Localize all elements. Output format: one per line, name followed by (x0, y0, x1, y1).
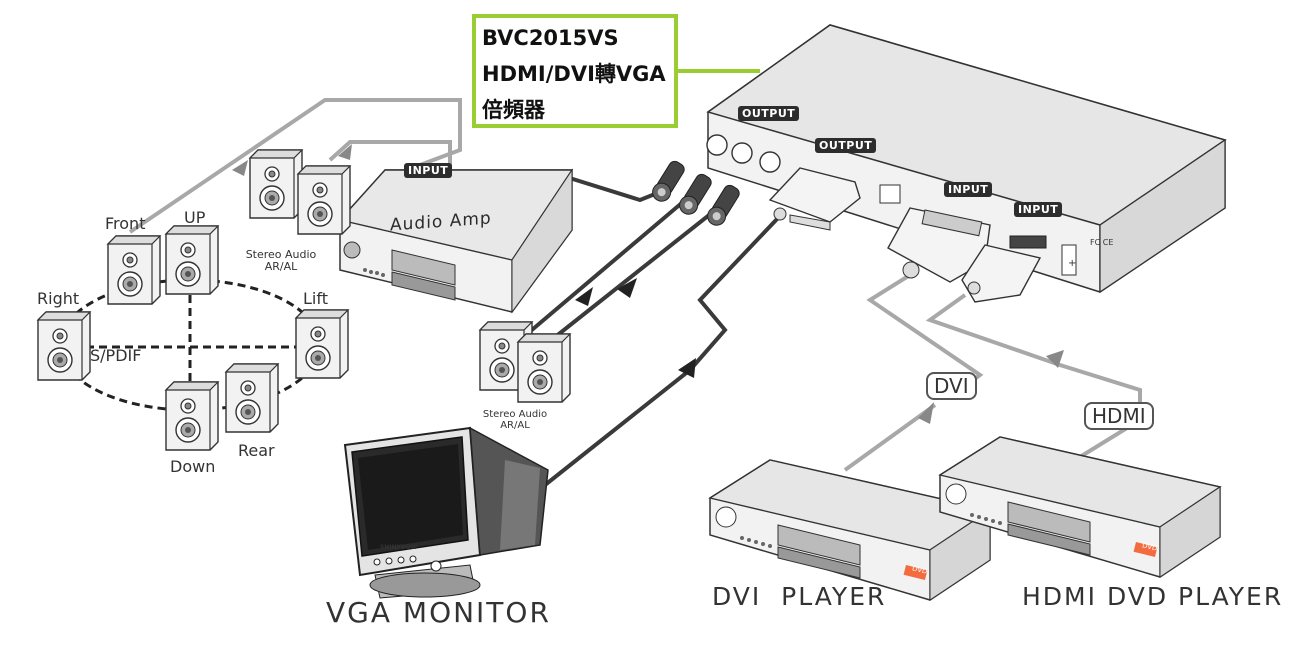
speaker-rear-label: Rear (238, 441, 275, 460)
input-tag-hdmi: INPUT (1014, 202, 1063, 217)
speaker-right (37, 311, 91, 381)
amp-to-front-cable (128, 98, 462, 234)
output-tag-audio: OUTPUT (738, 106, 800, 121)
speaker-rear (225, 363, 279, 433)
svg-text:FC CE: FC CE (1090, 238, 1113, 247)
device-function: HDMI/DVI轉VGA (482, 62, 666, 86)
vga-monitor-label: VGA MONITOR (326, 596, 551, 629)
stereo-top-line2: AR/AL (264, 260, 298, 273)
hdmi-player (938, 436, 1222, 578)
device-model: BVC2015VS (482, 26, 619, 50)
audio-amp (338, 168, 574, 314)
hdmi-player-label: HDMI DVD PLAYER (1022, 582, 1284, 611)
input-tag-dvi: INPUT (944, 182, 993, 197)
speaker-down-label: Down (170, 457, 216, 476)
device-title-box: BVC2015VS HDMI/DVI轉VGA 倍頻器 (472, 14, 678, 128)
stereo-bottom-line2: AR/AL (500, 420, 530, 431)
hdmi-connector (961, 235, 1047, 303)
speaker-right-label: Right (37, 289, 80, 308)
speaker-stereo-top-left (249, 149, 303, 219)
input-tag-amp: INPUT (404, 163, 453, 178)
spdif-label: S/PDIF (90, 346, 142, 365)
dvi-player (708, 459, 992, 601)
stereo-top-label: Stereo Audio AR/AL (232, 249, 330, 273)
svg-text:+: + (1068, 258, 1076, 269)
vga-connector (768, 167, 861, 231)
output-tag-vga: OUTPUT (815, 138, 877, 153)
speaker-stereo-top-right (297, 165, 351, 235)
speaker-up-label: UP (184, 208, 206, 227)
bvc2015vs-device: + FC CE (706, 24, 1227, 294)
speaker-lift-label: Lift (303, 289, 328, 308)
device-type: 倍頻器 (482, 98, 545, 122)
dvi-connector (887, 207, 991, 283)
amp-to-stereo-cable (328, 140, 452, 172)
stereo-bottom-label: Stereo Audio AR/AL (474, 409, 556, 431)
speaker-front (107, 235, 161, 305)
speaker-stereo-bottom-right (517, 333, 571, 403)
speaker-up (165, 225, 219, 295)
speaker-down (165, 381, 219, 451)
stereo-bottom-line1: Stereo Audio (482, 409, 548, 420)
monitor-brand-badge: SHINYBOW (380, 544, 418, 551)
speaker-lift (295, 309, 349, 379)
hdmi-cable-label: HDMI (1084, 402, 1154, 430)
stereo-top-line1: Stereo Audio (245, 248, 317, 261)
vga-cable (543, 216, 780, 487)
dvi-player-label: DVI PLAYER (712, 582, 887, 611)
dvi-cable-label: DVI (926, 372, 977, 400)
vga-monitor (343, 426, 549, 599)
speaker-front-label: Front (105, 214, 146, 233)
